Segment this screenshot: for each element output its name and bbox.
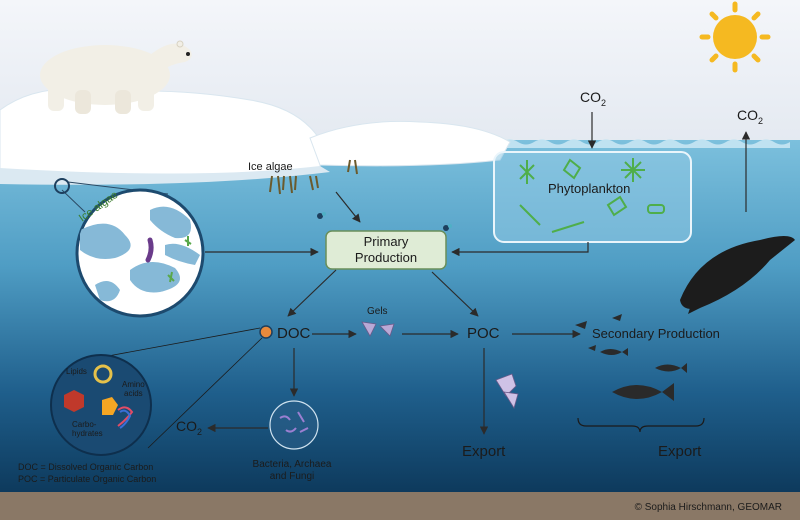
zoom-origin: [54, 178, 70, 194]
amino-acid-icon: [117, 406, 134, 427]
carbo-label-line1: Carbo-: [72, 420, 97, 429]
co2-label-out: CO2: [737, 107, 763, 126]
co2-label-in: CO2: [580, 89, 606, 108]
amino-label-line1: Amino: [122, 380, 145, 389]
credit-label: © Sophia Hirschmann, GEOMAR: [635, 502, 782, 513]
primary-label-line2: Production: [355, 250, 417, 265]
poc-label: POC: [467, 325, 500, 342]
primary-production-box: Primary Production: [325, 230, 447, 270]
bacteria-label-line2: and Fungi: [270, 471, 314, 482]
ice-algae-zoom-circle: [75, 188, 205, 318]
doc-node-icon: [259, 325, 273, 339]
ice-floe-right: [309, 120, 511, 167]
carbohydrate-icon: [64, 390, 84, 412]
arrow-phyto-primary: [451, 242, 589, 257]
arrow-icealgae-primary: [335, 191, 361, 223]
sun-icon: [699, 1, 771, 73]
flow-arrows: [205, 112, 751, 435]
ice-underside: [0, 166, 330, 185]
export-label-right: Export: [658, 443, 702, 460]
poc-particles-icon: [495, 373, 519, 409]
doc-composition-circle: [50, 354, 152, 456]
ice-algae-label: Ice algae: [248, 161, 293, 173]
gels-icon: [361, 321, 395, 337]
secondary-production-label: Secondary Production: [592, 326, 720, 341]
legend-poc: POC = Particulate Organic Carbon: [18, 474, 156, 484]
zoom-line-4: [147, 337, 263, 449]
doc-label: DOC: [277, 325, 311, 342]
co2-label-bottom: CO2: [176, 418, 202, 437]
arrow-primary-doc: [287, 269, 337, 317]
bacteria-label-line1: Bacteria, Archaea: [253, 459, 332, 470]
export-bracket: [577, 417, 705, 433]
gels-label: Gels: [367, 306, 388, 317]
lipid-icon: [93, 364, 113, 384]
fish-school-icon: [575, 314, 687, 401]
carbo-label-line2: hydrates: [72, 429, 103, 438]
export-label-left: Export: [462, 443, 506, 460]
legend-doc: DOC = Dissolved Organic Carbon: [18, 462, 153, 472]
phytoplankton-label: Phytoplankton: [548, 181, 630, 196]
water-surface: [454, 139, 790, 148]
arrow-primary-poc: [431, 271, 479, 317]
dissolved-particle-icon: [317, 212, 452, 231]
zoom-line-3: [107, 327, 261, 357]
primary-label-line1: Primary: [364, 234, 409, 249]
bacteria-circle: [269, 400, 319, 450]
carbohydrate-pentagon-icon: [102, 397, 118, 415]
amino-label-line2: acids: [124, 389, 143, 398]
polar-bear-icon: [40, 40, 192, 114]
seafloor: [0, 492, 800, 520]
whale-icon: [680, 236, 795, 314]
phytoplankton-box: Phytoplankton: [493, 151, 692, 243]
zoom-line-1: [61, 189, 86, 213]
lipids-label: Lipids: [66, 367, 87, 376]
ice-algae-cluster-icon: [269, 159, 358, 195]
